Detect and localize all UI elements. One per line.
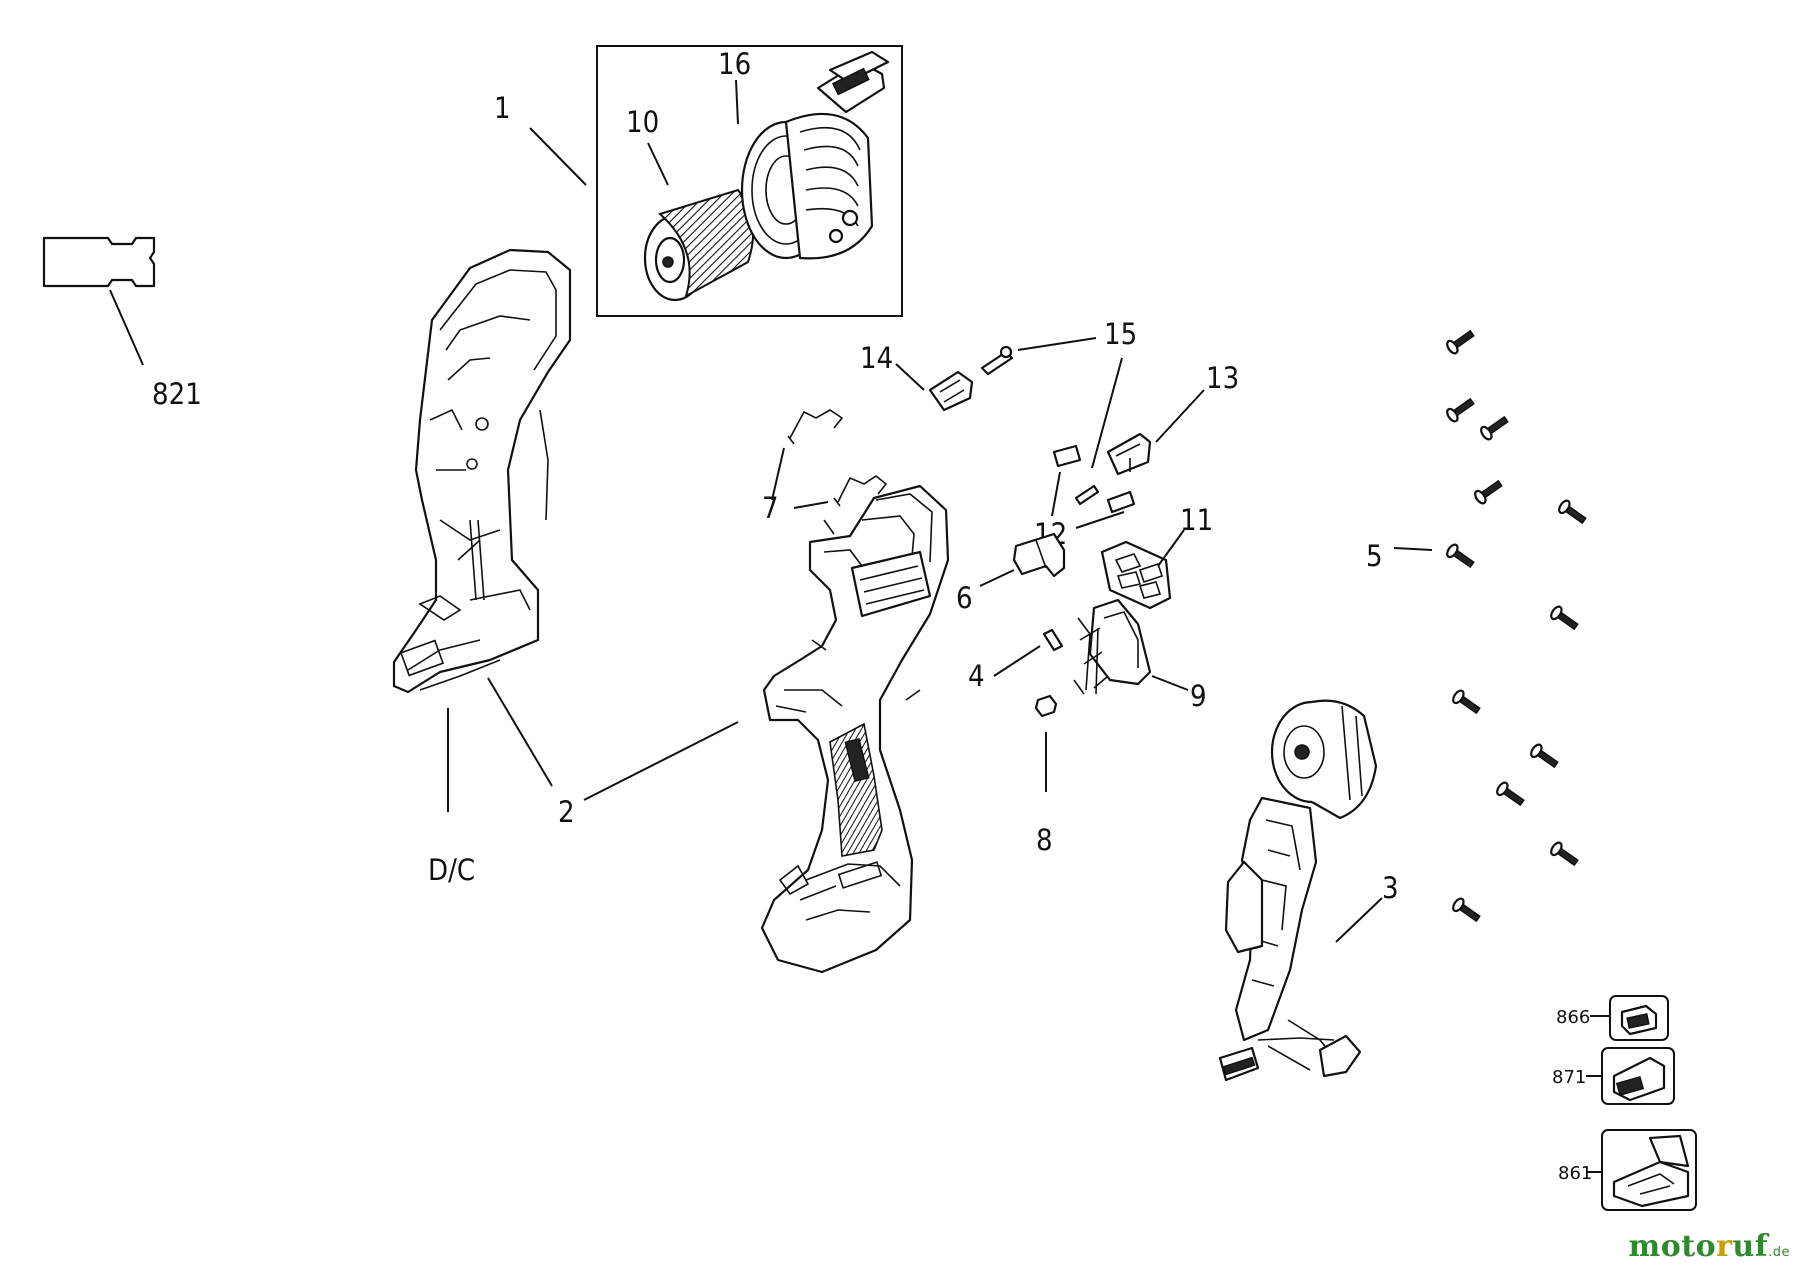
- leader-3: [1335, 897, 1383, 943]
- watermark-tld: .de: [1768, 1245, 1790, 1260]
- screw: [1446, 543, 1475, 569]
- leader-15-a: [1017, 337, 1097, 351]
- leader-12-b: [1075, 511, 1125, 529]
- callout-dc: D/C: [428, 853, 475, 887]
- part-10-keyless-chuck: [643, 188, 773, 302]
- screw: [1452, 897, 1481, 923]
- callout-11: 11: [1180, 503, 1213, 537]
- leader-2-left: [487, 677, 553, 787]
- part-8-nut: [1034, 694, 1058, 718]
- screw: [1550, 841, 1579, 867]
- leader-15-b: [1091, 357, 1123, 469]
- part-15-pin: [980, 345, 1100, 506]
- callout-2: 2: [558, 795, 575, 829]
- watermark-part-c: uf: [1732, 1229, 1769, 1264]
- screw: [1446, 329, 1475, 355]
- screw: [1558, 499, 1587, 525]
- leader-14: [895, 363, 925, 391]
- leader-5: [1393, 547, 1433, 551]
- callout-3: 3: [1382, 871, 1399, 905]
- callout-6: 6: [956, 581, 973, 615]
- watermark-part-a: moto: [1628, 1229, 1717, 1264]
- screw: [1496, 781, 1525, 807]
- part-11-switch-cover: [1100, 540, 1172, 610]
- part-3-motor-assembly: [1218, 699, 1378, 1082]
- part-5-screws: [1446, 329, 1587, 923]
- screw: [1474, 479, 1503, 505]
- callout-821: 821: [152, 377, 202, 411]
- leader-7-a: [771, 447, 785, 501]
- callout-14: 14: [860, 341, 893, 375]
- part-9-switch-module: [1073, 598, 1152, 695]
- part-12-brushes: [1052, 444, 1136, 514]
- callout-16: 16: [718, 47, 751, 81]
- screw: [1530, 743, 1559, 769]
- accessory-861-carry-case: [1601, 1129, 1697, 1211]
- part-2-housing-right-half: [760, 484, 950, 974]
- callout-8: 8: [1036, 823, 1053, 857]
- callout-4: 4: [968, 659, 985, 693]
- leader-2-right: [583, 721, 739, 801]
- part-6-actuator: [1012, 532, 1066, 578]
- leader-9: [1151, 675, 1189, 691]
- screw: [1480, 415, 1509, 441]
- motoruf-watermark-logo: motoruf.de: [1628, 1229, 1790, 1264]
- part-14-clip: [928, 370, 974, 412]
- leader-16: [735, 79, 739, 125]
- screw: [1550, 605, 1579, 631]
- callout-1: 1: [494, 91, 511, 125]
- leader-12-a: [1051, 471, 1061, 517]
- callout-861: 861: [1558, 1163, 1592, 1184]
- part-2-housing-left-half: [392, 248, 572, 694]
- callout-9: 9: [1190, 679, 1207, 713]
- callout-15: 15: [1104, 317, 1137, 351]
- leader-1: [529, 127, 587, 186]
- callout-13: 13: [1206, 361, 1239, 395]
- callout-10: 10: [626, 105, 659, 139]
- callout-5: 5: [1366, 539, 1383, 573]
- leader-13: [1155, 389, 1205, 443]
- accessory-866-battery-small: [1609, 995, 1669, 1041]
- part-16-gearbox: [740, 50, 890, 260]
- leader-821: [109, 289, 144, 366]
- leader-6: [979, 569, 1015, 587]
- part-1-group-frame: [596, 45, 903, 317]
- leader-4: [993, 645, 1041, 677]
- callout-7: 7: [762, 491, 779, 525]
- callout-866: 866: [1556, 1007, 1590, 1028]
- watermark-part-b: r: [1716, 1229, 1733, 1264]
- part-7-spring-clips: [787, 409, 888, 507]
- part-4-pin: [1042, 628, 1064, 652]
- leader-7-b: [793, 501, 829, 509]
- leader-10: [647, 142, 669, 186]
- leader-11: [1157, 529, 1185, 567]
- accessory-871-charger: [1601, 1047, 1675, 1105]
- part-821-nameplate: [42, 236, 156, 288]
- screw: [1452, 689, 1481, 715]
- part-13-clip: [1106, 432, 1152, 476]
- callout-871: 871: [1552, 1067, 1586, 1088]
- screw: [1446, 397, 1475, 423]
